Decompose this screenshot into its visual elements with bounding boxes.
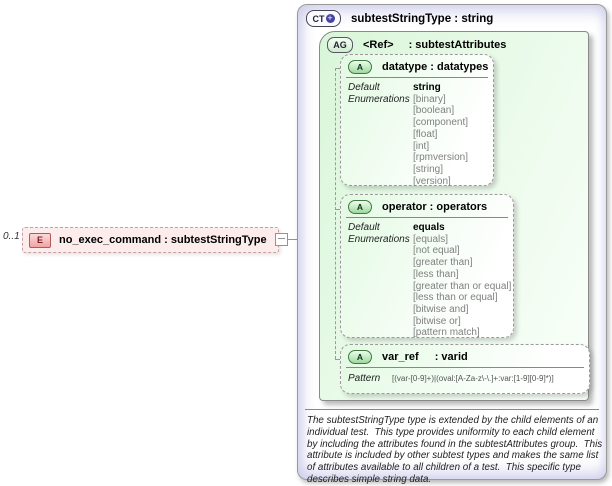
attribute-datatype-box[interactable]: A datatype : datatypes Default Enumerati… bbox=[340, 54, 494, 187]
expand-plus-icon[interactable]: + bbox=[325, 13, 335, 23]
attribute-group-icon: AG bbox=[327, 37, 353, 53]
element-icon: E bbox=[29, 232, 51, 248]
pattern-value: [(var-[0-9]+)|(oval:[A-Za-z\-\.]+:var:[1… bbox=[392, 374, 554, 383]
enumerations-label: Enumerations bbox=[348, 233, 410, 245]
attribute-varref-header: A var_ref : varid bbox=[341, 345, 589, 367]
enumerations-label: Enumerations bbox=[348, 93, 410, 105]
attribute-operator-facets: Default Enumerations equals [equals][not… bbox=[341, 218, 513, 339]
attribute-group-box: AG <Ref> : subtestAttributes A datatype … bbox=[319, 31, 590, 401]
attribute-icon: A bbox=[348, 200, 372, 214]
default-label: Default bbox=[348, 82, 380, 93]
tree-stub bbox=[335, 359, 341, 360]
complex-type-icon: CT + bbox=[306, 10, 341, 27]
attribute-operator-box[interactable]: A operator : operators Default Enumerati… bbox=[340, 194, 514, 338]
element-label: no_exec_command : subtestStringType bbox=[59, 234, 267, 246]
attribute-icon: A bbox=[348, 60, 372, 74]
attribute-datatype-facets: Default Enumerations string [binary][boo… bbox=[341, 78, 493, 187]
attribute-group-type: : subtestAttributes bbox=[408, 39, 507, 51]
attribute-group-header[interactable]: AG <Ref> : subtestAttributes bbox=[327, 37, 506, 53]
attribute-group-ref: <Ref> bbox=[363, 39, 394, 51]
connector-toggle[interactable] bbox=[275, 233, 288, 246]
divider bbox=[346, 77, 488, 78]
tree-stub bbox=[335, 68, 341, 69]
complex-type-box: CT + subtestStringType : string AG <Ref>… bbox=[297, 4, 607, 485]
pattern-label: Pattern bbox=[348, 373, 381, 384]
attribute-datatype-title: datatype : datatypes bbox=[382, 61, 489, 73]
default-value: equals bbox=[413, 222, 445, 233]
attribute-operator-title: operator : operators bbox=[382, 201, 488, 213]
multiplicity-label: 0..1 bbox=[3, 231, 20, 242]
documentation-text: The subtestStringType type is extended b… bbox=[307, 415, 605, 485]
enumeration-list: [binary][boolean][component][float][int]… bbox=[413, 93, 469, 187]
attribute-varref-facets: Pattern [(var-[0-9]+)|(oval:[A-Za-z\-\.]… bbox=[341, 368, 589, 384]
element-no-exec-command[interactable]: E no_exec_command : subtestStringType bbox=[22, 227, 279, 253]
attribute-varref-name: var_ref bbox=[382, 351, 419, 363]
tree-stub bbox=[335, 209, 341, 210]
complex-type-title: subtestStringType : string bbox=[351, 12, 494, 25]
default-label: Default bbox=[348, 222, 380, 233]
attribute-varref-box[interactable]: A var_ref : varid Pattern [(var-[0-9]+)|… bbox=[340, 344, 590, 394]
complex-type-header[interactable]: CT + subtestStringType : string bbox=[306, 10, 493, 27]
attribute-operator-header: A operator : operators bbox=[341, 195, 513, 217]
attribute-varref-type: : varid bbox=[434, 351, 468, 363]
divider bbox=[346, 367, 584, 368]
attribute-datatype-header: A datatype : datatypes bbox=[341, 55, 493, 77]
attribute-tree-line bbox=[335, 68, 336, 359]
default-value: string bbox=[413, 82, 441, 93]
attribute-icon: A bbox=[348, 350, 372, 364]
divider bbox=[346, 217, 508, 218]
enumeration-list: [equals][not equal][greater than][less t… bbox=[413, 233, 512, 339]
documentation-divider bbox=[305, 409, 599, 410]
